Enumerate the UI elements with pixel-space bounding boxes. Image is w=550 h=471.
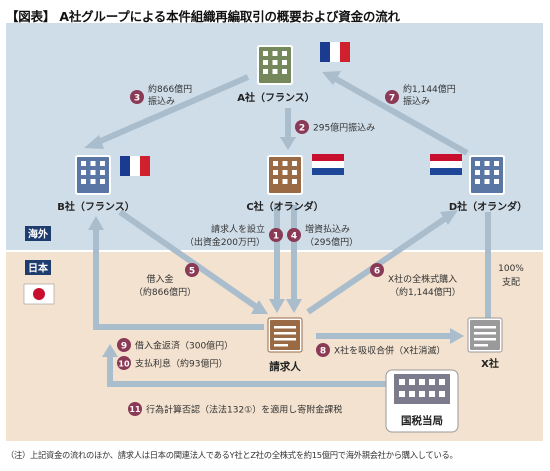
node-c: C社（オランダ） xyxy=(246,154,344,213)
step-badge xyxy=(269,228,283,242)
node-tax-label: 国税当局 xyxy=(401,414,443,427)
node-x-label: X社 xyxy=(481,357,499,370)
step-badge xyxy=(287,228,301,242)
node-c-label: C社（オランダ） xyxy=(246,200,323,213)
svg-text:7: 7 xyxy=(389,94,395,104)
step-9: 9 借入金返済（300億円） xyxy=(117,338,233,352)
node-a: A社（フランス） xyxy=(237,42,350,104)
arrow-2-a-to-c xyxy=(280,108,296,150)
arrow-5-b-to-claimant xyxy=(118,209,268,314)
building-icon xyxy=(469,155,505,195)
region-label-overseas: 海外 xyxy=(28,228,48,241)
arrow-3-a-to-b xyxy=(84,74,250,149)
step-7-text: 振込み xyxy=(403,95,430,107)
step-6-text: （約1,144億円） xyxy=(390,286,461,298)
step-badge xyxy=(370,263,384,277)
france-flag xyxy=(320,42,350,62)
svg-text:1: 1 xyxy=(273,232,279,242)
arrow-8-claimant-to-x xyxy=(316,328,464,344)
svg-text:3: 3 xyxy=(134,94,140,104)
node-d: D社（オランダ） xyxy=(430,154,527,213)
svg-text:4: 4 xyxy=(291,232,297,242)
arrows xyxy=(84,71,491,387)
control-label: 100% 支配 xyxy=(498,264,524,288)
step-7: 7 約1,144億円 振込み xyxy=(385,83,456,107)
arrow-7-d-to-a xyxy=(322,71,469,156)
step-badge xyxy=(117,338,131,352)
step-9-text: 借入金返済（300億円） xyxy=(135,340,233,352)
node-x: X社 xyxy=(467,317,503,370)
netherlands-flag xyxy=(430,154,462,175)
step-badge xyxy=(128,402,142,416)
step-badge xyxy=(316,343,330,357)
step-10: 10 支払利息（約93億円） xyxy=(117,356,227,370)
document-icon xyxy=(267,317,303,353)
step-11: 11 行為計算否認（法法132①）を適用し寄附金課税 xyxy=(128,402,342,416)
step-2-text: 295億円振込み xyxy=(313,122,375,134)
japan-flag xyxy=(23,283,55,305)
step-6-text: X社の全株式購入 xyxy=(388,273,457,285)
node-b: B社（フランス） xyxy=(57,155,150,213)
svg-text:5: 5 xyxy=(189,267,195,277)
step-5-text: 借入金 xyxy=(146,273,173,285)
step-4-text: 増資払込み xyxy=(305,223,350,235)
step-badge xyxy=(185,263,199,277)
building-icon xyxy=(257,45,293,85)
node-d-label: D社（オランダ） xyxy=(449,200,527,213)
step-badge xyxy=(130,90,144,104)
step-3-text: 約866億円 xyxy=(148,83,192,95)
step-badge xyxy=(117,356,131,370)
step-3-text: 振込み xyxy=(148,95,175,107)
node-claimant-label: 請求人 xyxy=(269,360,301,373)
region-label-overseas-box xyxy=(25,226,51,241)
step-1: 1 請求人を設立 （出資金200万円） xyxy=(185,223,283,248)
arrow-1-c-to-claimant xyxy=(269,205,285,313)
step-1-text: （出資金200万円） xyxy=(185,236,265,248)
svg-text:6: 6 xyxy=(374,267,380,277)
arrow-11-tax-to-claimant xyxy=(102,344,388,387)
region-label-japan: 日本 xyxy=(28,262,49,275)
step-10-text: 支払利息（約93億円） xyxy=(135,358,227,370)
footnote: （注）上記資金の流れのほか、請求人は日本の関連法人であるY社とZ社の全株式を約1… xyxy=(6,450,458,460)
node-tax: 国税当局 xyxy=(385,369,459,433)
building-icon xyxy=(75,155,111,195)
svg-text:2: 2 xyxy=(299,124,305,134)
arrow-9-claimant-to-b xyxy=(88,216,264,330)
svg-text:11: 11 xyxy=(129,405,141,414)
building-icon xyxy=(394,374,450,404)
step-11-text: 行為計算否認（法法132①）を適用し寄附金課税 xyxy=(146,404,342,416)
svg-text:100%: 100% xyxy=(498,264,524,274)
document-icon xyxy=(467,317,503,353)
svg-text:9: 9 xyxy=(121,342,127,352)
step-3: 3 約866億円 振込み xyxy=(130,83,192,107)
step-2: 2 295億円振込み xyxy=(295,120,375,134)
svg-text:支配: 支配 xyxy=(502,276,520,288)
svg-text:8: 8 xyxy=(320,347,326,357)
step-4: 4 増資払込み （295億円） xyxy=(287,223,358,248)
step-5: 5 借入金 （約866億円） xyxy=(134,263,199,298)
figure-title: 【図表】 A社グループによる本件組織再編取引の概要および資金の流れ xyxy=(6,9,400,24)
node-a-label: A社（フランス） xyxy=(237,91,315,104)
step-1-text: 請求人を設立 xyxy=(211,223,265,235)
france-flag xyxy=(120,156,150,176)
region-label-japan-box xyxy=(25,260,51,275)
step-7-text: 約1,144億円 xyxy=(403,83,456,95)
step-6: 6 X社の全株式購入 （約1,144億円） xyxy=(370,263,461,298)
step-badge xyxy=(385,90,399,104)
step-8-text: X社を吸収合併（X社消滅） xyxy=(334,345,445,357)
node-b-label: B社（フランス） xyxy=(57,200,134,213)
step-8: 8 X社を吸収合併（X社消滅） xyxy=(316,343,445,357)
svg-text:10: 10 xyxy=(118,360,130,369)
step-4-text: （295億円） xyxy=(305,236,358,248)
node-claimant: 請求人 xyxy=(267,317,303,373)
building-icon xyxy=(267,155,303,195)
arrow-4-c-to-claimant xyxy=(286,205,302,313)
netherlands-flag xyxy=(312,154,344,175)
step-5-text: （約866億円） xyxy=(134,286,196,298)
step-badge xyxy=(295,120,309,134)
